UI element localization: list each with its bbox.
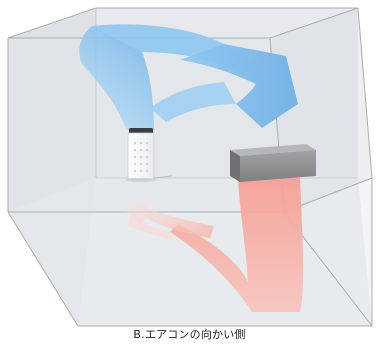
ac-top [230, 144, 316, 156]
warm-airflow-tail [122, 200, 214, 238]
cool-airflow-head [180, 44, 298, 128]
warm-airflow-fade [128, 216, 172, 240]
pink-arrow [122, 178, 304, 312]
purifier-grille [133, 141, 149, 173]
diagram-caption: B.エアコンの向かい側 [133, 328, 246, 341]
purifier-shadow [125, 178, 157, 182]
floor-left-strip [8, 178, 96, 326]
ac-face [240, 150, 316, 182]
blue-arrow [79, 24, 298, 130]
purifier-cord [153, 175, 173, 179]
cool-airflow-beam [79, 26, 154, 130]
air-purifier-unit [125, 128, 173, 182]
warm-airflow-body [170, 178, 304, 312]
air-conditioner-unit [230, 144, 316, 182]
ac-front [230, 150, 240, 182]
cool-airflow-band [92, 24, 270, 82]
cool-airflow-return [150, 82, 236, 122]
